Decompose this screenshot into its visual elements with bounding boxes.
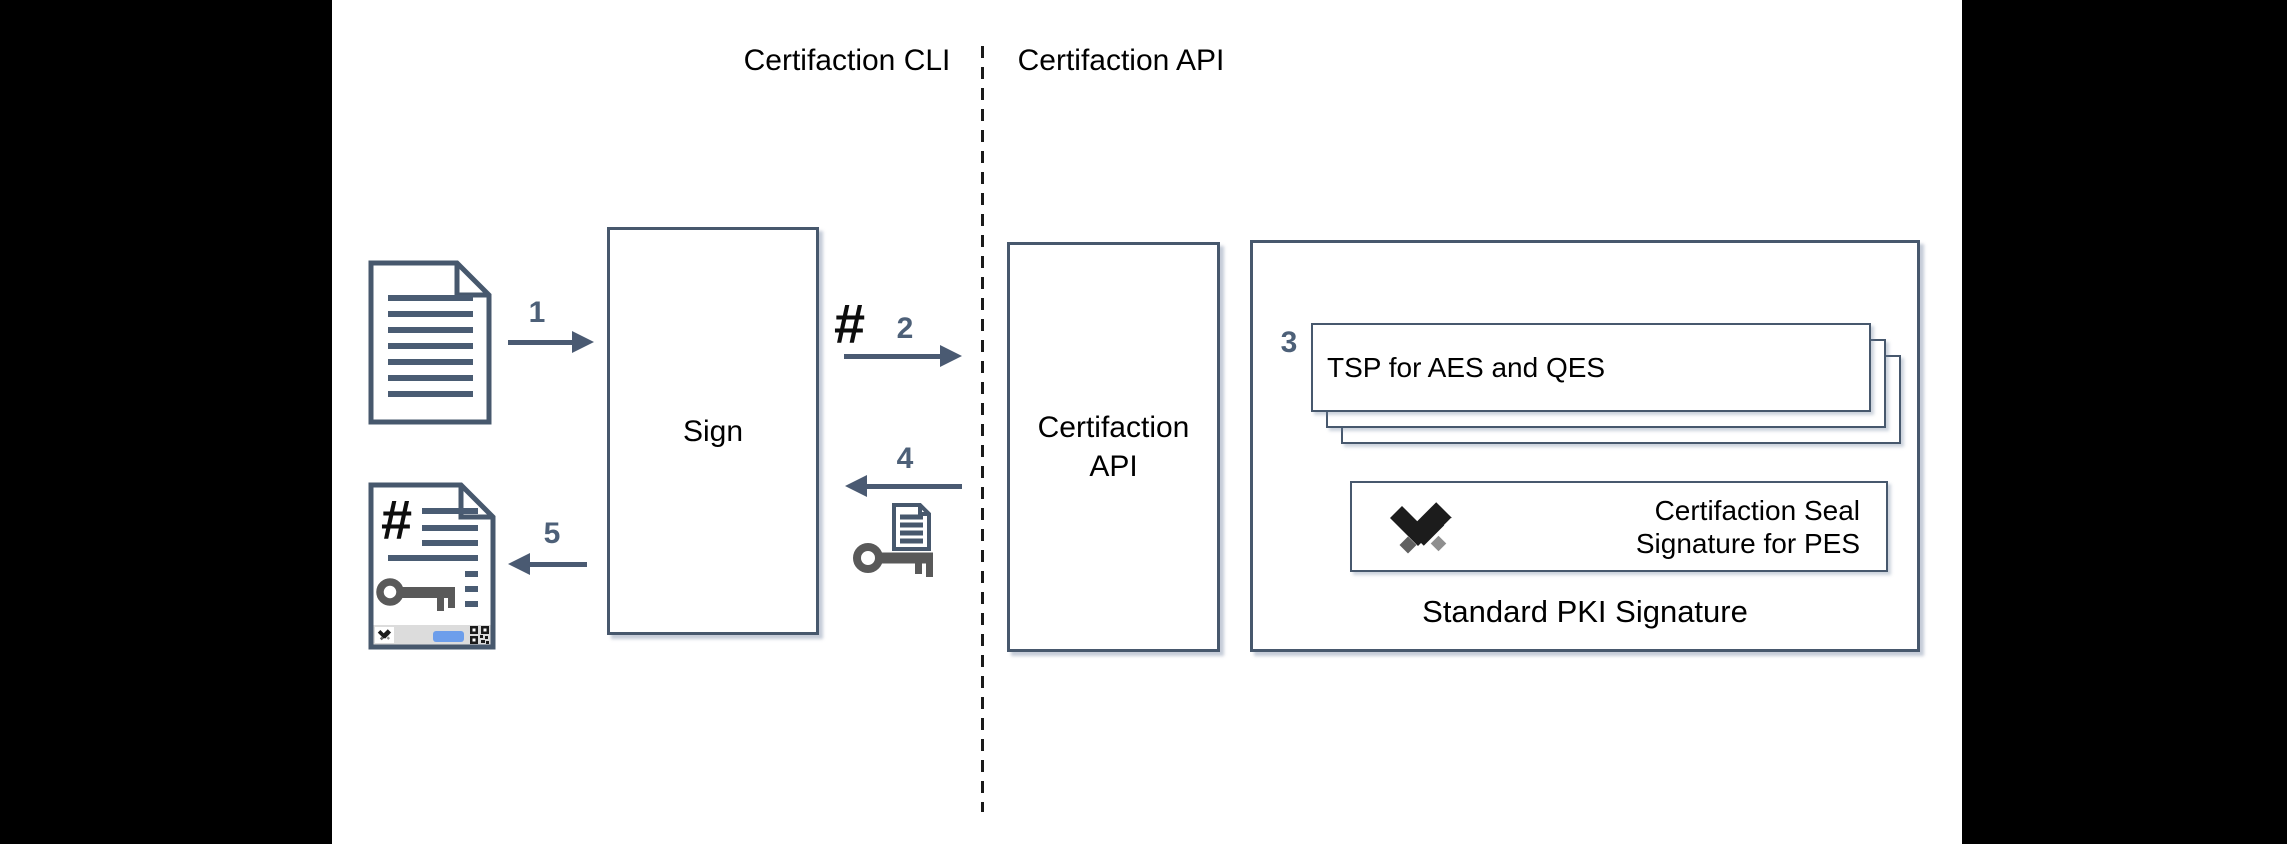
key-icon (853, 543, 933, 577)
qr-code-icon (470, 626, 489, 644)
key-with-document-icon (853, 503, 933, 577)
api-box-label-line1: Certifaction (1037, 411, 1190, 444)
arrowhead-right-icon (572, 331, 594, 353)
certifaction-api-box: Certifaction API (1007, 242, 1220, 652)
signature-chip (433, 631, 464, 642)
arrowhead-right-icon (940, 345, 962, 367)
step-3-label: 3 (1280, 326, 1298, 359)
document-icon (368, 260, 492, 425)
key-icon (376, 578, 455, 611)
step-2-label: 2 (896, 312, 914, 345)
step-5-label: 5 (543, 517, 561, 550)
arrowhead-left-icon (508, 553, 530, 575)
arrow-step-2 (844, 345, 962, 367)
tsp-card-label: TSP for AES and QES (1327, 351, 1606, 383)
seal-label-line1: Certifaction Seal (1654, 495, 1860, 526)
pki-signature-box (1250, 240, 1920, 652)
signed-document-icon: # (368, 482, 496, 650)
arrow-step-5 (508, 553, 587, 575)
seal-label-line2: Signature for PES (1635, 528, 1860, 559)
sign-box-label: Sign (682, 414, 744, 448)
certifaction-seal-box: Certifaction Seal Signature for PES (1350, 481, 1888, 572)
sign-box: Sign (607, 227, 819, 635)
pki-signature-caption: Standard PKI Signature (1422, 594, 1748, 629)
certifaction-logo (1385, 499, 1457, 559)
arrow-step-4 (845, 475, 962, 497)
hash-icon: # (834, 292, 866, 355)
arrowhead-left-icon (845, 475, 867, 497)
tsp-card: TSP for AES and QES (1311, 323, 1871, 412)
api-box-label-line2: API (1089, 450, 1138, 483)
lane-title-api: Certifaction API (1017, 44, 1225, 77)
lane-divider-dashed-line (981, 46, 984, 812)
arrow-step-1 (508, 331, 594, 353)
step-1-label: 1 (528, 296, 546, 329)
lane-title-cli: Certifaction CLI (743, 44, 951, 77)
step-4-label: 4 (896, 442, 914, 475)
signature-bar (373, 625, 491, 645)
hash-icon: # (381, 488, 412, 551)
